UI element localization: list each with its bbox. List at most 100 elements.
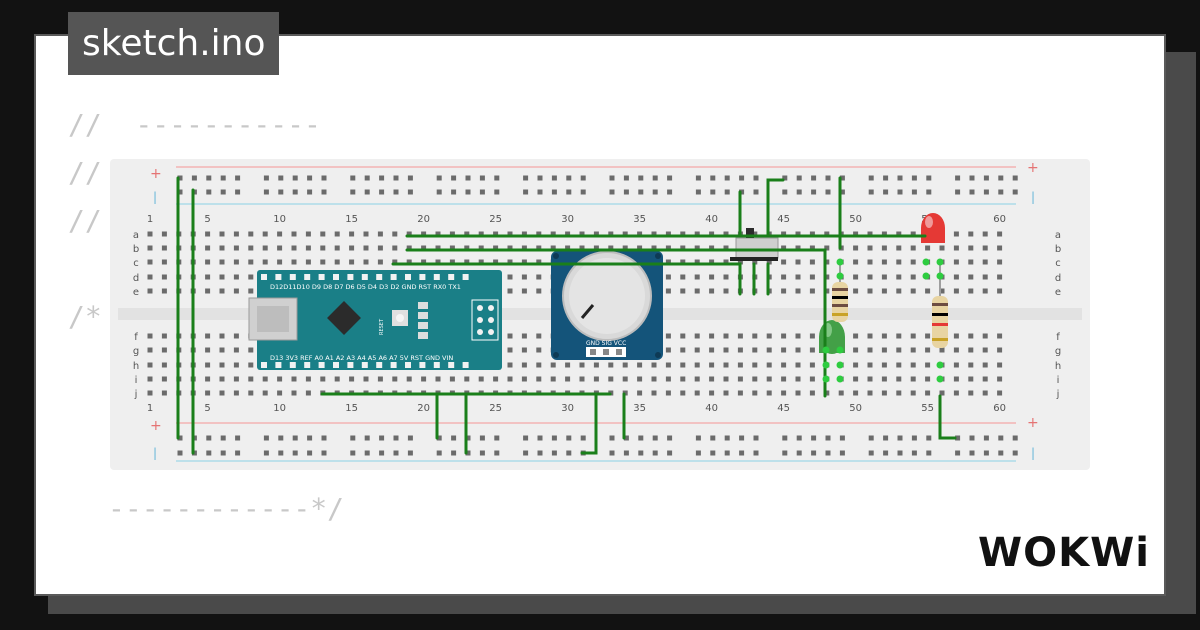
breadboard-hole bbox=[867, 333, 873, 339]
switch-handle[interactable] bbox=[746, 228, 754, 238]
rail-hole bbox=[955, 175, 961, 181]
breadboard-hole bbox=[881, 288, 887, 294]
breadboard-hole bbox=[795, 390, 801, 396]
rail-hole bbox=[278, 175, 284, 181]
red-led[interactable] bbox=[921, 213, 945, 243]
column-number: 5 bbox=[204, 214, 210, 225]
nano-pin bbox=[448, 274, 455, 280]
breadboard-hole bbox=[377, 259, 383, 265]
breadboard-hole bbox=[349, 231, 355, 237]
breadboard-hole bbox=[925, 376, 931, 382]
breadboard-hole bbox=[637, 231, 643, 237]
breadboard-hole bbox=[982, 347, 988, 353]
breadboard-hole bbox=[161, 231, 167, 237]
column-number: 35 bbox=[633, 403, 646, 414]
rail-hole bbox=[451, 175, 457, 181]
breadboard-hole bbox=[953, 376, 959, 382]
breadboard-hole bbox=[622, 245, 628, 251]
breadboard-hole bbox=[219, 245, 225, 251]
rail-hole bbox=[883, 189, 889, 195]
rail-hole bbox=[638, 435, 644, 441]
rail-hole bbox=[206, 435, 212, 441]
rail-hole bbox=[710, 189, 716, 195]
rail-hole bbox=[969, 189, 975, 195]
breadboard-hole bbox=[939, 390, 945, 396]
breadboard-hole bbox=[939, 347, 945, 353]
breadboard-hole bbox=[406, 259, 412, 265]
nano-pin bbox=[433, 274, 440, 280]
rail-hole bbox=[623, 175, 629, 181]
breadboard-hole bbox=[622, 376, 628, 382]
resistor-1[interactable] bbox=[832, 262, 848, 322]
breadboard-hole bbox=[161, 333, 167, 339]
breadboard-hole bbox=[881, 274, 887, 280]
breadboard-hole bbox=[565, 376, 571, 382]
breadboard-hole bbox=[766, 362, 772, 368]
breadboard-hole bbox=[205, 245, 211, 251]
breadboard-hole bbox=[147, 390, 153, 396]
row-letter: a bbox=[133, 230, 139, 241]
breadboard-hole bbox=[550, 376, 556, 382]
rail-hole bbox=[537, 189, 543, 195]
rail-hole bbox=[753, 435, 759, 441]
wokwi-logo: WOKWi bbox=[976, 528, 1152, 580]
icsp-pin bbox=[488, 329, 494, 335]
breadboard-hole bbox=[320, 376, 326, 382]
column-number: 15 bbox=[345, 214, 358, 225]
rail-hole bbox=[839, 175, 845, 181]
breadboard-hole bbox=[853, 376, 859, 382]
resistor-2[interactable] bbox=[932, 262, 948, 348]
breadboard-hole bbox=[219, 274, 225, 280]
potentiometer[interactable]: GND SIG VCC bbox=[551, 251, 663, 360]
breadboard-hole bbox=[910, 288, 916, 294]
rail-hole bbox=[364, 435, 370, 441]
breadboard-hole bbox=[968, 376, 974, 382]
column-number: 60 bbox=[993, 214, 1006, 225]
breadboard-hole bbox=[853, 390, 859, 396]
breadboard-hole bbox=[334, 259, 340, 265]
breadboard-hole bbox=[953, 245, 959, 251]
column-number: 45 bbox=[777, 214, 790, 225]
breadboard-hole bbox=[997, 362, 1003, 368]
breadboard-hole bbox=[493, 259, 499, 265]
breadboard-hole bbox=[982, 333, 988, 339]
rail-hole bbox=[998, 189, 1004, 195]
rail-hole bbox=[811, 435, 817, 441]
breadboard-hole bbox=[910, 362, 916, 368]
breadboard-hole bbox=[968, 231, 974, 237]
nano-pin bbox=[405, 274, 411, 280]
breadboard-hole bbox=[766, 347, 772, 353]
row-letter: c bbox=[133, 258, 139, 269]
breadboard-hole bbox=[435, 231, 441, 237]
breadboard-hole bbox=[997, 245, 1003, 251]
rail-hole bbox=[724, 450, 730, 456]
breadboard-hole bbox=[881, 231, 887, 237]
nano-pin bbox=[318, 362, 325, 368]
breadboard-hole bbox=[709, 288, 715, 294]
rail-hole bbox=[983, 435, 989, 441]
rail-hole bbox=[494, 175, 500, 181]
file-tab[interactable]: sketch.ino bbox=[68, 12, 280, 75]
slide-switch[interactable] bbox=[730, 228, 779, 261]
breadboard-hole bbox=[694, 288, 700, 294]
column-number: 15 bbox=[345, 403, 358, 414]
breadboard-hole bbox=[968, 288, 974, 294]
connection-dot bbox=[936, 375, 944, 383]
breadboard-hole bbox=[781, 390, 787, 396]
breadboard-hole bbox=[982, 274, 988, 280]
rail-hole bbox=[739, 175, 745, 181]
nano-pin bbox=[289, 362, 296, 368]
breadboard-hole bbox=[593, 362, 599, 368]
rail-hole bbox=[782, 175, 788, 181]
breadboard-hole bbox=[205, 376, 211, 382]
rail-hole bbox=[350, 435, 356, 441]
arduino-nano[interactable]: D12D11D10 D9 D8 D7 D6 D5 D4 D3 D2 GND RS… bbox=[248, 270, 502, 370]
knob-indicator bbox=[580, 304, 595, 319]
breadboard-hole bbox=[622, 362, 628, 368]
row-letter: g bbox=[133, 346, 139, 357]
rail-hole bbox=[883, 450, 889, 456]
breadboard-hole bbox=[968, 333, 974, 339]
column-number: 1 bbox=[147, 403, 153, 414]
rail-hole bbox=[652, 175, 658, 181]
rail-hole bbox=[523, 450, 529, 456]
